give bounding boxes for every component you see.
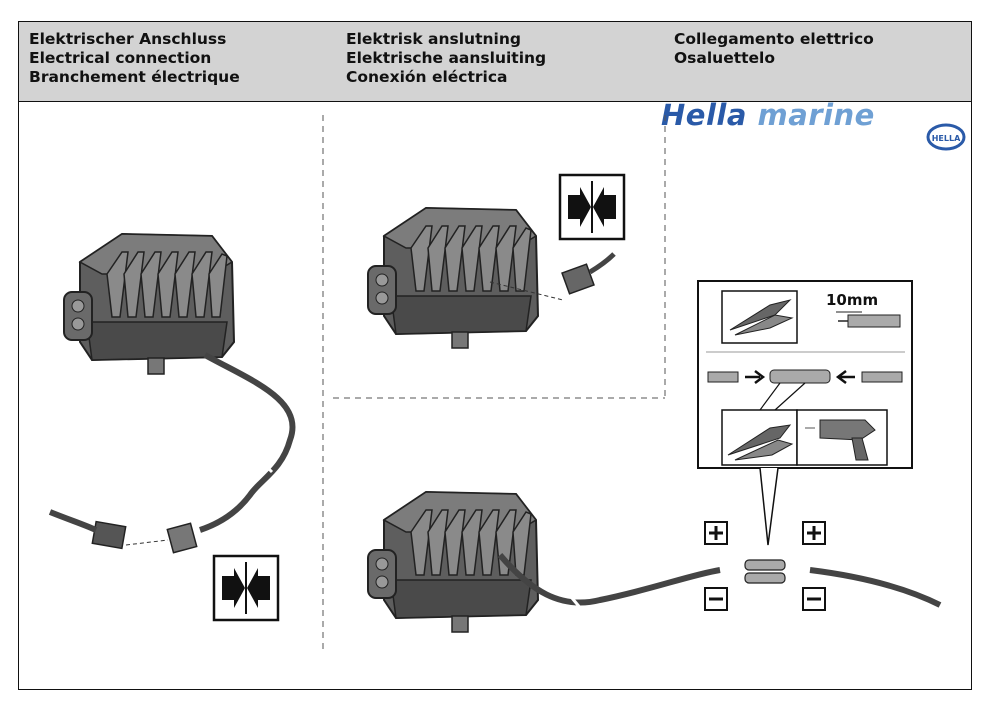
crimp-tool-icon [727,424,794,461]
hella-marine-logo: Hella marine [661,98,875,132]
connector-plug-icon [91,520,198,554]
minus-terminal-icon [801,586,827,612]
supply-cable [809,567,942,608]
title-sv: Elektrisk anslutning [346,30,521,48]
butt-connector-icon [744,559,786,584]
stripping-pliers-icon [729,299,794,336]
plus-terminal-icon [801,520,827,546]
title-de: Elektrischer Anschluss [29,30,227,48]
lamp-cable [497,553,721,606]
title-es: Conexión eléctrica [346,68,508,86]
logo-product: marine [757,98,875,132]
strip-length-label: 10mm [826,291,878,309]
header-col-it-fi: Collegamento elettrico Osaluettelo [674,30,874,68]
connector-push-icon [212,554,280,622]
lamp-cable [199,352,296,533]
harness-cable [48,509,98,533]
minus-terminal-icon [703,586,729,612]
hella-badge-icon: HELLA [926,123,966,151]
title-en: Electrical connection [29,49,212,67]
header-col-sv-nl-es: Elektrisk anslutning Elektrische aanslui… [346,30,546,87]
heat-gun-icon [805,419,876,461]
work-lamp-icon [367,491,539,633]
work-lamp-icon [367,207,539,349]
connector-push-icon [558,173,626,241]
header-col-de-en-fr: Elektrischer Anschluss Electrical connec… [29,30,240,87]
work-lamp-icon [63,233,235,375]
badge-text: HELLA [932,134,961,143]
title-nl: Elektrische aansluiting [346,49,547,67]
title-fr: Branchement électrique [29,68,240,86]
plus-terminal-icon [703,520,729,546]
crimp-detail-callout: 10mm [697,280,913,546]
title-fi: Osaluettelo [674,49,776,67]
logo-brand: Hella [661,98,747,132]
title-it: Collegamento elettrico [674,30,874,48]
header-bar: Elektrischer Anschluss Electrical connec… [19,22,971,102]
connector-plug-icon [561,263,595,295]
